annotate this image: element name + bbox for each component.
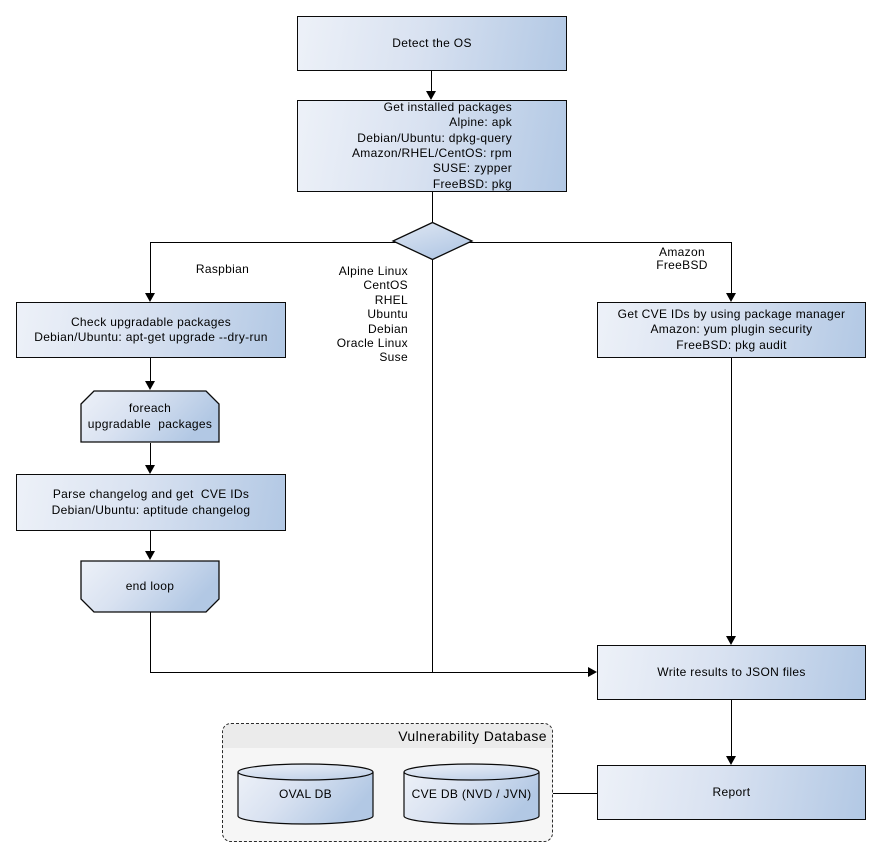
branch-label-amazon-freebsd: Amazon FreeBSD xyxy=(656,245,708,273)
arrow-down-icon xyxy=(726,636,736,645)
node-get-installed-packages: Get installed packages Alpine: apk Debia… xyxy=(297,100,567,192)
connector-detect-to-packages xyxy=(431,71,432,93)
connector-foreach-to-parse xyxy=(150,443,151,467)
arrow-down-icon xyxy=(726,756,736,765)
node-get-cve-ids: Get CVE IDs by using package manager Ama… xyxy=(597,302,866,358)
node-report: Report xyxy=(597,765,866,820)
branch-label-middle-os-list: Alpine Linux CentOS RHEL Ubuntu Debian O… xyxy=(336,264,408,365)
vulnerability-database-title: Vulnerability Database xyxy=(398,728,547,744)
node-check-upgradable-packages: Check upgradable packages Debian/Ubuntu:… xyxy=(16,302,286,358)
vulnerability-database-header: Vulnerability Database xyxy=(223,724,552,748)
connector-merge-to-write xyxy=(150,672,589,673)
connector-branch-middle xyxy=(432,260,433,672)
branch-label-raspbian: Raspbian xyxy=(195,262,250,276)
arrow-down-icon xyxy=(426,91,436,100)
connector-branch-right xyxy=(731,242,732,295)
connector-getcve-to-write xyxy=(731,358,732,638)
arrow-right-icon xyxy=(588,667,597,677)
arrow-down-icon xyxy=(726,293,736,302)
loop-start-shape xyxy=(80,390,220,443)
connector-cvedb-to-report xyxy=(553,793,597,794)
node-label: Get CVE IDs by using package manager Ama… xyxy=(617,306,846,352)
decision-diamond xyxy=(391,221,474,261)
node-label: Report xyxy=(712,784,751,799)
node-parse-changelog: Parse changelog and get CVE IDs Debian/U… xyxy=(16,474,286,531)
connector-write-to-report xyxy=(731,700,732,758)
connector-parse-to-endloop xyxy=(150,531,151,553)
arrow-down-icon xyxy=(145,551,155,560)
connector-endloop-down xyxy=(150,612,151,673)
oval-db-cylinder-icon xyxy=(237,763,374,825)
node-label: Detect the OS xyxy=(392,35,472,50)
connector-check-to-foreach xyxy=(150,358,151,383)
connector-packages-to-decision xyxy=(432,192,433,223)
arrow-down-icon xyxy=(145,465,155,474)
arrow-down-icon xyxy=(145,293,155,302)
arrow-down-icon xyxy=(145,381,155,390)
connector-branch-left xyxy=(150,242,151,295)
cve-db-cylinder-icon xyxy=(403,763,540,825)
node-detect-os: Detect the OS xyxy=(297,16,567,71)
node-label: Check upgradable packages Debian/Ubuntu:… xyxy=(34,314,268,344)
loop-end-shape xyxy=(80,560,220,613)
node-label: Parse changelog and get CVE IDs Debian/U… xyxy=(51,487,251,517)
node-label: Write results to JSON files xyxy=(657,664,806,679)
node-write-results-json: Write results to JSON files xyxy=(597,645,866,700)
node-label: Get installed packages Alpine: apk Debia… xyxy=(351,99,513,191)
